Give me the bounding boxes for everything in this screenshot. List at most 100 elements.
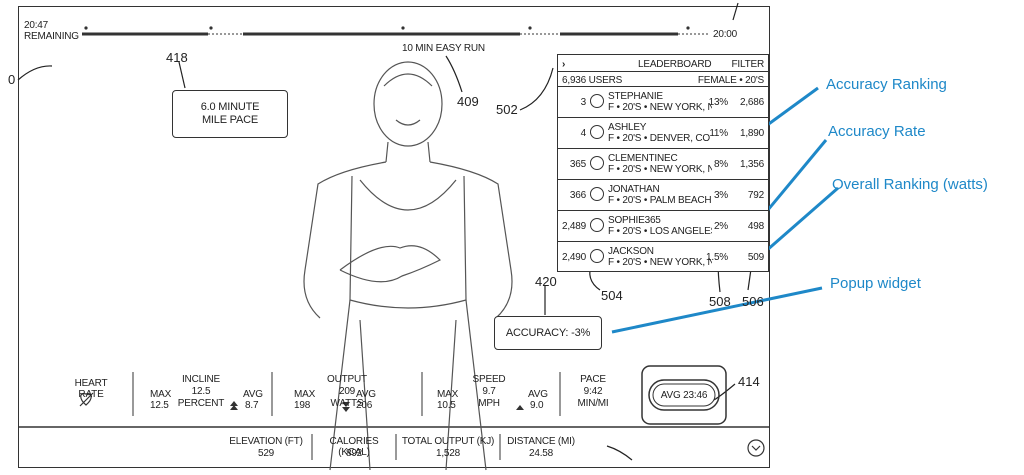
incline-label: INCLINE [181,374,221,385]
avatar [590,218,604,232]
row-watts: 498 [747,221,764,232]
incline-value: 12.5 [191,386,211,397]
row-watts: 2,686 [739,97,764,108]
distance-value: 24.58 [528,448,554,459]
row-info: F • 20'S • NEW YORK, NY [608,257,712,268]
ref-0: 0 [8,72,16,87]
elevation-value: 529 [257,448,275,459]
accuracy-value: ACCURACY: -3% [505,326,591,339]
row-watts: 1,356 [739,159,764,170]
remaining-label: REMAINING [24,31,79,42]
pace-value: 9:42 [583,386,603,397]
chevron-down-icon[interactable] [747,439,765,457]
row-watts: 792 [747,190,764,201]
ref-506: 506 [742,294,764,309]
row-name: JONATHAN [608,184,660,195]
filter-value: FEMALE • 20'S [697,75,764,86]
ref-502: 502 [496,102,518,117]
ref-409: 409 [457,94,479,109]
leaderboard[interactable]: › LEADERBOARD FILTER 6,936 USERS FEMALE … [557,54,769,272]
ref-508: 508 [709,294,731,309]
speed-max: 10.5 [437,400,456,411]
avatar [590,187,604,201]
row-rank: 3 [580,97,587,108]
row-info: F • 20'S • NEW YORK, NY [608,164,712,175]
ref-504: 504 [601,288,623,303]
incline-unit: PERCENT [177,398,225,409]
pace-label: PACE [580,374,606,385]
total-time: 20:00 [713,29,738,40]
row-name: CLEMENTINEC [608,153,678,164]
output-unit: WATTS [330,398,364,409]
row-accuracy-rate: 2% [713,221,728,232]
elapsed-time: 20:47 [24,20,49,31]
callout-accuracy-rate: Accuracy Rate [828,123,926,140]
row-accuracy-rate: 13% [708,97,729,108]
display-frame [18,6,770,468]
row-info: F • 20'S • PALM BEACH GA... [608,195,712,206]
avg-time-pill[interactable]: AVG 23:46 [660,390,708,401]
row-rank: 366 [569,190,586,201]
pace-box: 6.0 MINUTE MILE PACE [172,90,288,138]
avatar [590,94,604,108]
ref-414: 414 [738,374,760,389]
total-output-label: TOTAL OUTPUT (KJ) [401,436,495,447]
callout-popup-widget: Popup widget [830,275,921,292]
speed-avg: 9.0 [530,400,544,411]
row-name: JACKSON [608,246,654,257]
speed-avg-label: AVG [528,389,548,400]
workout-name: 10 MIN EASY RUN [402,43,485,54]
elevation-label: ELEVATION (FT) [229,436,303,447]
row-name: SOPHIE365 [608,215,661,226]
row-info: F • 20'S • DENVER, CO [608,133,710,144]
incline-avg-label: AVG [243,389,263,400]
ref-418: 418 [166,50,188,65]
row-rank: 365 [569,159,586,170]
heart-icon [79,391,93,407]
ref-420: 420 [535,274,557,289]
pace-box-line2: MILE PACE [201,114,259,126]
pace-box-line1: 6.0 MINUTE [200,101,260,113]
row-info: F • 20'S • LOS ANGELES... [608,226,712,237]
calories-value: 892 [345,448,363,459]
row-name: ASHLEY [608,122,647,133]
speed-label: SPEED [472,374,506,385]
calories-label: CALORIES (KCAL) [329,436,379,458]
avatar [590,249,604,263]
output-label: OUTPUT [327,374,367,385]
row-rank: 4 [580,128,587,139]
incline-max-label: MAX [150,389,172,400]
avatar [590,125,604,139]
row-accuracy-rate: 1.5% [706,252,728,263]
output-max-label: MAX [294,389,316,400]
incline-max: 12.5 [150,400,169,411]
leaderboard-filter-button[interactable]: FILTER [731,59,764,70]
pace-unit: MIN/MI [577,398,609,409]
total-output-value: 1,528 [435,448,461,459]
callout-accuracy-ranking: Accuracy Ranking [826,76,947,93]
output-avg: 206 [356,400,373,411]
leaderboard-expand-icon[interactable]: › [562,59,566,70]
incline-avg: 8.7 [245,400,259,411]
speed-unit: MPH [478,398,500,409]
row-name: STEPHANIE [608,91,663,102]
heart-rate-label: HEART RATE [74,378,108,400]
distance-label: DISTANCE (MI) [507,436,575,447]
output-avg-label: AVG [356,389,376,400]
row-accuracy-rate: 8% [713,159,728,170]
user-count: 6,936 USERS [562,75,623,86]
output-max: 198 [294,400,311,411]
speed-value: 9.7 [482,386,496,397]
accuracy-popup: ACCURACY: -3% [494,316,602,350]
speed-max-label: MAX [437,389,459,400]
row-info: F • 20'S • NEW YORK, NY [608,102,712,113]
row-rank: 2,490 [561,252,586,263]
row-watts: 509 [747,252,764,263]
output-value: 209 [338,386,356,397]
